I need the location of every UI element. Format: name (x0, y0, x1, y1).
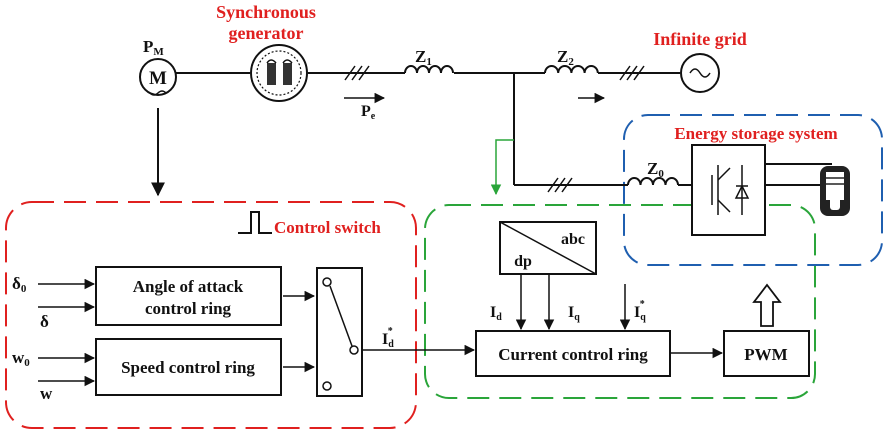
control-region-border (5, 201, 417, 429)
id-star-label: Id* (382, 326, 394, 350)
delta0-label: δ0 (12, 274, 27, 295)
inductor-z2 (544, 65, 599, 74)
z0-label: Z0 (647, 159, 664, 180)
current-control-label: Current control ring (498, 345, 648, 364)
control-switch-block (316, 267, 363, 397)
three-phase-mark-3 (547, 177, 573, 193)
energy-storage-region-border (623, 114, 883, 266)
generator-title-line1: Synchronous (216, 2, 316, 22)
current-control-block (475, 330, 671, 377)
three-phase-mark-2 (619, 65, 645, 81)
pwm-label: PWM (744, 345, 787, 364)
speed-control-block (95, 338, 282, 396)
feedback-line (490, 139, 514, 196)
speed-control-label: Speed control ring (121, 358, 255, 377)
z1-label: Z1 (415, 47, 432, 68)
current-loop-region-border (424, 204, 816, 399)
inductor-z0 (627, 177, 679, 186)
control-switch-title: Control switch (274, 218, 381, 237)
motor: M (139, 58, 177, 96)
transform-dp-label: dp (514, 253, 532, 270)
pm-label: PM (143, 37, 164, 58)
pwm-block (723, 330, 810, 377)
transform-abc-label: abc (561, 231, 585, 248)
angle-control-label-1: Angle of attack (133, 277, 244, 296)
w-label: w (40, 384, 53, 403)
generator-title-line2: generator (229, 23, 304, 43)
angle-control-label-2: control ring (145, 299, 232, 318)
iq-label: Iq (568, 304, 580, 323)
angle-control-block (95, 266, 282, 326)
id-label: Id (490, 304, 502, 323)
inductor-z1 (404, 65, 454, 74)
infinite-grid-title: Infinite grid (653, 29, 747, 49)
infinite-grid-source (680, 53, 720, 93)
energy-storage-title: Energy storage system (674, 124, 837, 143)
battery-icon (820, 166, 850, 216)
synchronous-generator-icon (250, 44, 308, 102)
motor-letter: M (149, 68, 167, 89)
inverter-block (691, 144, 766, 236)
delta-label: δ (40, 312, 49, 331)
pwm-to-inverter-arrow (752, 283, 782, 327)
switch-pulse-icon (238, 211, 272, 234)
w0-label: w0 (12, 348, 30, 369)
power-bus (176, 65, 692, 193)
three-phase-mark-1 (344, 65, 370, 81)
iq-star-label: Iq* (634, 299, 646, 323)
pe-label: Pe (361, 103, 376, 122)
dq-transform-block (499, 221, 597, 275)
z2-label: Z2 (557, 47, 574, 68)
switch-contacts (322, 277, 359, 391)
